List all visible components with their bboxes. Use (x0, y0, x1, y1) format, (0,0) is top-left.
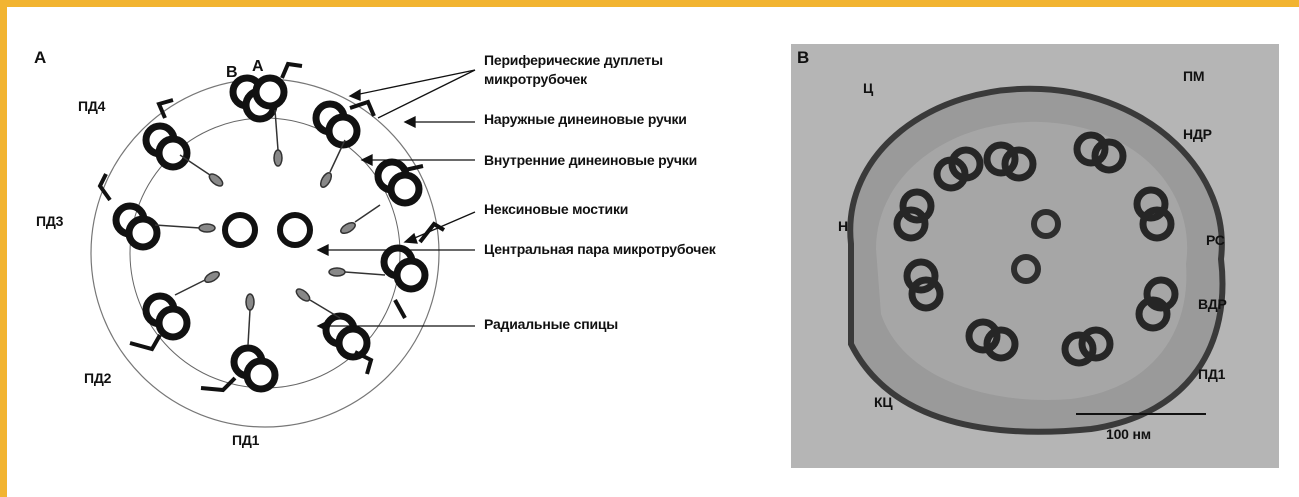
sub-label-b: В (226, 64, 237, 82)
label-pm: ПМ (1183, 68, 1204, 84)
sub-label-a: А (252, 58, 263, 76)
label-ndr: НДР (1183, 126, 1212, 142)
callout-outer-dynein-arms: Наружные динеиновые ручки (484, 111, 687, 127)
label-kc: КЦ (874, 394, 892, 410)
panel-b-letter: В (797, 48, 809, 68)
callout-radial-spokes: Радиальные спицы (484, 316, 618, 332)
callout-central-pair: Центральная пара микротрубочек (484, 241, 716, 257)
scale-bar-label: 100 нм (1106, 426, 1151, 442)
label-n: Н (838, 218, 848, 234)
peripheral-doublets (116, 78, 425, 389)
pd4-label: ПД4 (78, 98, 105, 114)
pd2-label: ПД2 (84, 370, 111, 386)
pd1-label: ПД1 (232, 432, 259, 448)
callout-peripheral-doublets: Периферические дуплеты (484, 52, 663, 68)
label-c: Ц (863, 80, 873, 96)
central-pair (225, 215, 310, 245)
label-pd1: ПД1 (1198, 366, 1225, 382)
panel-a-letter: А (34, 48, 46, 68)
label-vdr: ВДР (1198, 296, 1227, 312)
callout-microtubules: микротрубочек (484, 71, 587, 87)
electron-micrograph (791, 44, 1279, 468)
callout-nexin-links: Нексиновые мостики (484, 201, 628, 217)
pd3-label: ПД3 (36, 213, 63, 229)
callout-inner-dynein-arms: Внутренние динеиновые ручки (484, 152, 697, 168)
label-rs: РС (1206, 232, 1225, 248)
